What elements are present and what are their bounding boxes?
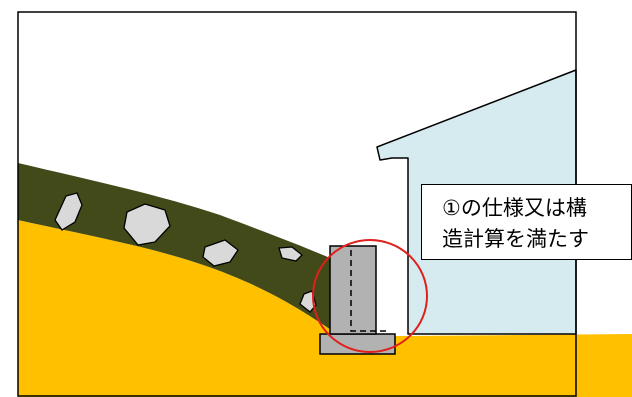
rock-icon bbox=[54, 192, 83, 231]
boulders bbox=[54, 192, 317, 313]
rock-icon bbox=[202, 239, 239, 267]
rock-icon bbox=[299, 290, 317, 313]
callout-line-1: ①の仕様又は構 bbox=[442, 196, 587, 220]
reinforcement-line bbox=[350, 250, 390, 332]
ground-layer bbox=[18, 220, 632, 397]
callout-line-2: 造計算を満たす bbox=[442, 227, 589, 251]
highlight-circle bbox=[312, 239, 428, 353]
rock-icon bbox=[278, 246, 303, 262]
rock-icon bbox=[123, 203, 171, 246]
callout-box: ①の仕様又は構 造計算を満たす bbox=[421, 184, 632, 260]
slope-soil-layer bbox=[18, 163, 340, 336]
retaining-wall-stem bbox=[329, 245, 377, 335]
